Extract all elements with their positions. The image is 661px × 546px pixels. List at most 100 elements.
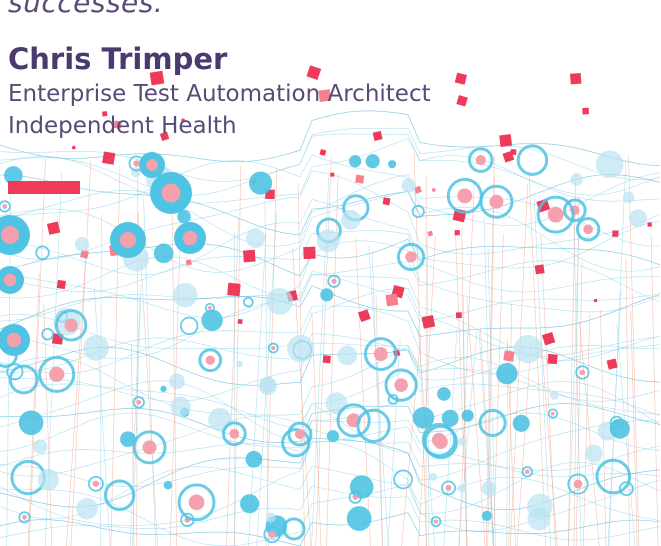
contour-line bbox=[0, 174, 661, 236]
square-marker bbox=[185, 259, 192, 266]
ring-marker bbox=[243, 296, 254, 308]
stem-line bbox=[66, 247, 87, 546]
square-marker bbox=[113, 120, 122, 129]
contour-line bbox=[0, 440, 661, 532]
soft-dot bbox=[245, 228, 266, 248]
stem-line bbox=[608, 161, 627, 546]
ring-marker bbox=[41, 327, 54, 341]
ring-center-dot bbox=[64, 318, 78, 332]
soft-dot bbox=[265, 512, 276, 523]
large-dot-center bbox=[182, 230, 198, 246]
quote-closing-text: successes. bbox=[8, 0, 164, 19]
stem-line bbox=[315, 156, 332, 546]
stem-line bbox=[462, 296, 468, 546]
ring-marker bbox=[423, 424, 458, 460]
ring-center-dot bbox=[2, 204, 8, 209]
ring-center-dot bbox=[188, 494, 205, 511]
ring-marker bbox=[263, 525, 281, 544]
large-dot-center bbox=[161, 183, 181, 203]
stem-line bbox=[226, 218, 239, 546]
stem-line bbox=[492, 233, 504, 546]
ring-marker bbox=[356, 408, 391, 443]
square-marker bbox=[431, 188, 436, 192]
ring-marker bbox=[287, 421, 313, 447]
square-marker bbox=[46, 221, 61, 235]
square-marker bbox=[499, 134, 513, 147]
ring-marker bbox=[441, 480, 456, 496]
ring-marker bbox=[198, 348, 223, 373]
solid-dot bbox=[120, 431, 136, 448]
stem-line bbox=[540, 333, 558, 546]
solid-dot bbox=[348, 155, 362, 168]
stem-line bbox=[110, 165, 121, 546]
solid-dot bbox=[412, 407, 435, 429]
ring-center-dot bbox=[525, 469, 530, 474]
ring-marker bbox=[132, 430, 167, 465]
soft-dot bbox=[316, 229, 340, 253]
large-dot-center bbox=[6, 332, 22, 348]
ring-marker bbox=[363, 337, 398, 371]
solid-dot bbox=[177, 209, 191, 224]
ring-marker bbox=[327, 274, 341, 288]
soft-dot bbox=[549, 390, 559, 400]
ring-center-dot bbox=[205, 355, 215, 365]
stem-line bbox=[575, 261, 583, 546]
ring-marker bbox=[521, 466, 533, 478]
contour-line bbox=[0, 461, 661, 520]
soft-dot bbox=[76, 497, 98, 520]
ring-marker bbox=[467, 147, 494, 173]
ring-marker bbox=[430, 516, 442, 528]
ring-marker bbox=[348, 490, 362, 504]
stem-line bbox=[355, 238, 371, 546]
stem-line bbox=[248, 233, 267, 546]
soft-dot bbox=[32, 439, 48, 454]
square-marker bbox=[159, 131, 170, 142]
stem-line bbox=[533, 197, 551, 546]
solid-dot bbox=[609, 418, 630, 439]
square-marker bbox=[322, 355, 331, 364]
ring-marker bbox=[384, 368, 418, 402]
ring-center-dot bbox=[142, 440, 157, 455]
contour-line bbox=[0, 485, 661, 541]
square-marker bbox=[414, 185, 422, 194]
ring-center-dot bbox=[445, 484, 452, 491]
ring-marker bbox=[575, 365, 590, 380]
stem-line bbox=[579, 322, 600, 546]
stem-line bbox=[630, 310, 638, 546]
ring-marker bbox=[54, 309, 88, 342]
ring-marker bbox=[411, 204, 425, 219]
soft-dot bbox=[584, 444, 603, 463]
square-marker bbox=[454, 72, 467, 85]
soft-dot bbox=[340, 209, 361, 230]
stem-line bbox=[443, 329, 458, 546]
square-marker bbox=[243, 249, 256, 263]
ring-center-dot bbox=[133, 160, 140, 167]
square-marker bbox=[149, 70, 165, 86]
contour-line bbox=[0, 256, 661, 302]
soft-dot bbox=[37, 469, 59, 491]
stem-line bbox=[387, 339, 401, 546]
soft-dot bbox=[74, 236, 90, 252]
ring-marker bbox=[547, 408, 559, 419]
ring-marker bbox=[132, 396, 145, 409]
stem-line bbox=[401, 334, 422, 546]
solid-dot bbox=[496, 362, 518, 385]
ring-marker bbox=[563, 198, 587, 223]
stem-line bbox=[540, 234, 556, 546]
soft-dot bbox=[337, 345, 357, 366]
solid-dot bbox=[441, 409, 459, 427]
soft-dot bbox=[208, 408, 232, 432]
solid-dot bbox=[160, 385, 167, 392]
square-marker bbox=[582, 107, 590, 115]
square-marker bbox=[547, 353, 558, 365]
speaker-title: Enterprise Test Automation Architect bbox=[8, 81, 431, 107]
ring-center-dot bbox=[573, 479, 583, 489]
stem-line bbox=[426, 236, 430, 546]
ring-center-dot bbox=[49, 366, 65, 383]
square-marker bbox=[502, 150, 515, 163]
soft-dot bbox=[457, 437, 467, 446]
contour-line bbox=[0, 476, 661, 546]
square-marker bbox=[319, 149, 327, 156]
ring-marker bbox=[536, 195, 575, 234]
